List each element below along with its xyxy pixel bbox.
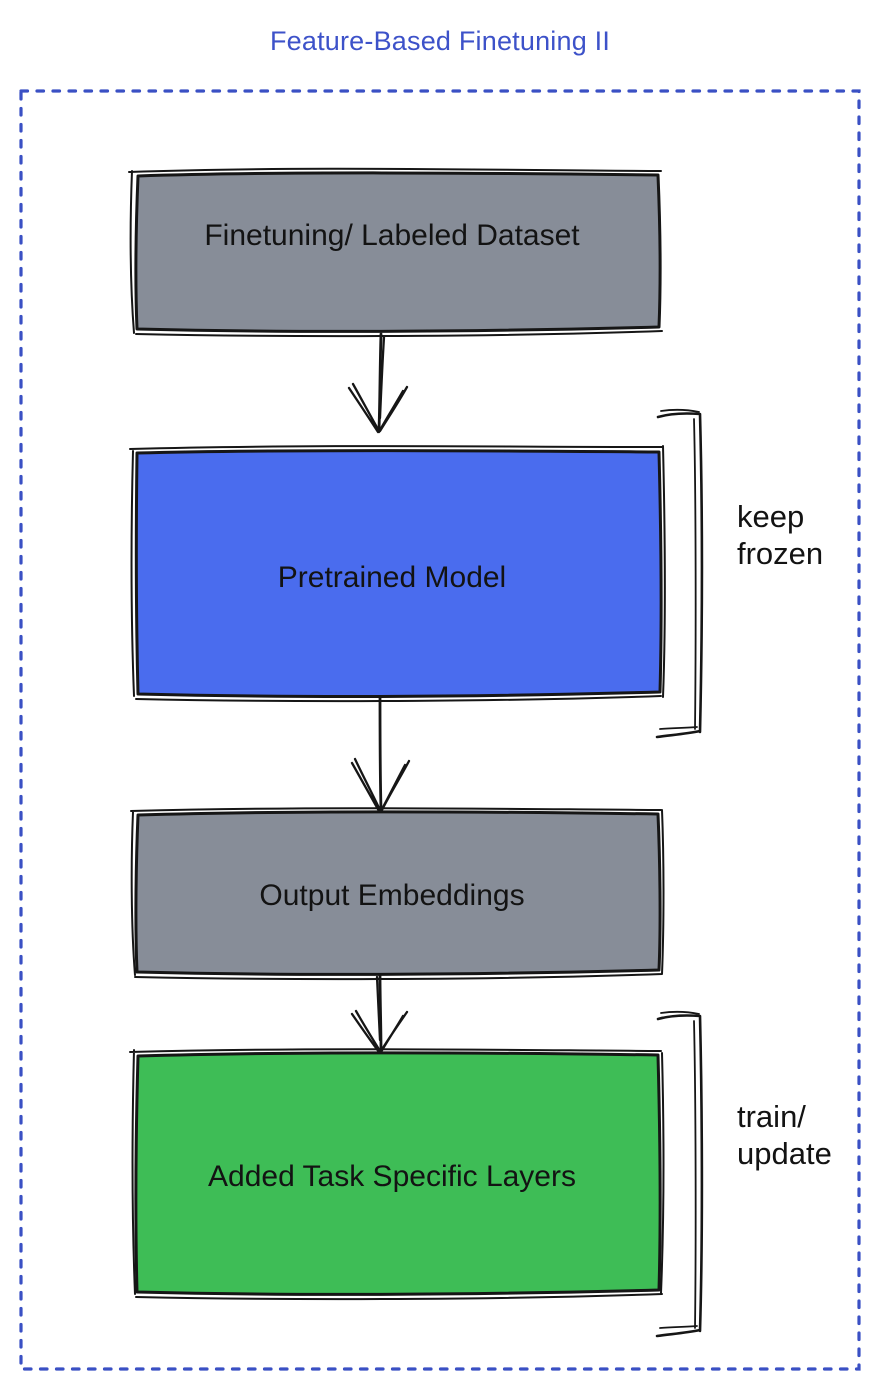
box-fill (134, 810, 662, 976)
sketch-overdraw (129, 445, 666, 703)
annotation-line: keep (737, 499, 804, 534)
node-finetuning-labeled-dataset: Finetuning/ Labeled Dataset (128, 167, 663, 338)
keep-frozen-annotation: keep frozen (737, 499, 823, 571)
box-label: Output Embeddings (259, 879, 524, 912)
arrow-shaft (378, 973, 383, 1052)
arrow-shaft (378, 695, 383, 811)
page-title: Feature-Based Finetuning II (270, 26, 610, 56)
train-update-annotation: train/ update (737, 1099, 832, 1171)
dotted-frame (19, 89, 861, 1371)
node-output-embeddings: Output Embeddings (130, 807, 665, 981)
box-fill (134, 171, 662, 333)
box-label: Finetuning/ Labeled Dataset (204, 219, 580, 252)
box-fill (134, 449, 663, 698)
bracket-overdraw (659, 409, 700, 730)
box-fill (134, 1051, 662, 1296)
annotation-line: update (737, 1136, 832, 1171)
arrow-down-icon (350, 973, 409, 1054)
sketch-overdraw (130, 807, 665, 981)
bracket-overdraw (659, 1011, 700, 1329)
arrow-down-icon (347, 332, 409, 434)
arrow-head (347, 335, 409, 434)
arrow-head (350, 975, 409, 1054)
arrow-head (350, 757, 411, 813)
box-label: Pretrained Model (278, 561, 506, 594)
node-pretrained-model: Pretrained Model (129, 445, 666, 703)
sketch-overdraw (129, 1048, 665, 1301)
box-label: Added Task Specific Layers (208, 1160, 576, 1193)
arrow-down-icon (350, 695, 411, 813)
bracket-stroke (655, 1014, 704, 1338)
annotation-line: frozen (737, 536, 823, 571)
bracket-stroke (655, 412, 704, 739)
arrow-shaft (377, 332, 383, 432)
annotation-line: train/ (737, 1099, 806, 1134)
sketch-overdraw (128, 167, 663, 338)
bracket-right-icon (655, 1011, 704, 1338)
node-added-task-specific-layers: Added Task Specific Layers (129, 1048, 665, 1301)
bracket-right-icon (655, 409, 704, 739)
